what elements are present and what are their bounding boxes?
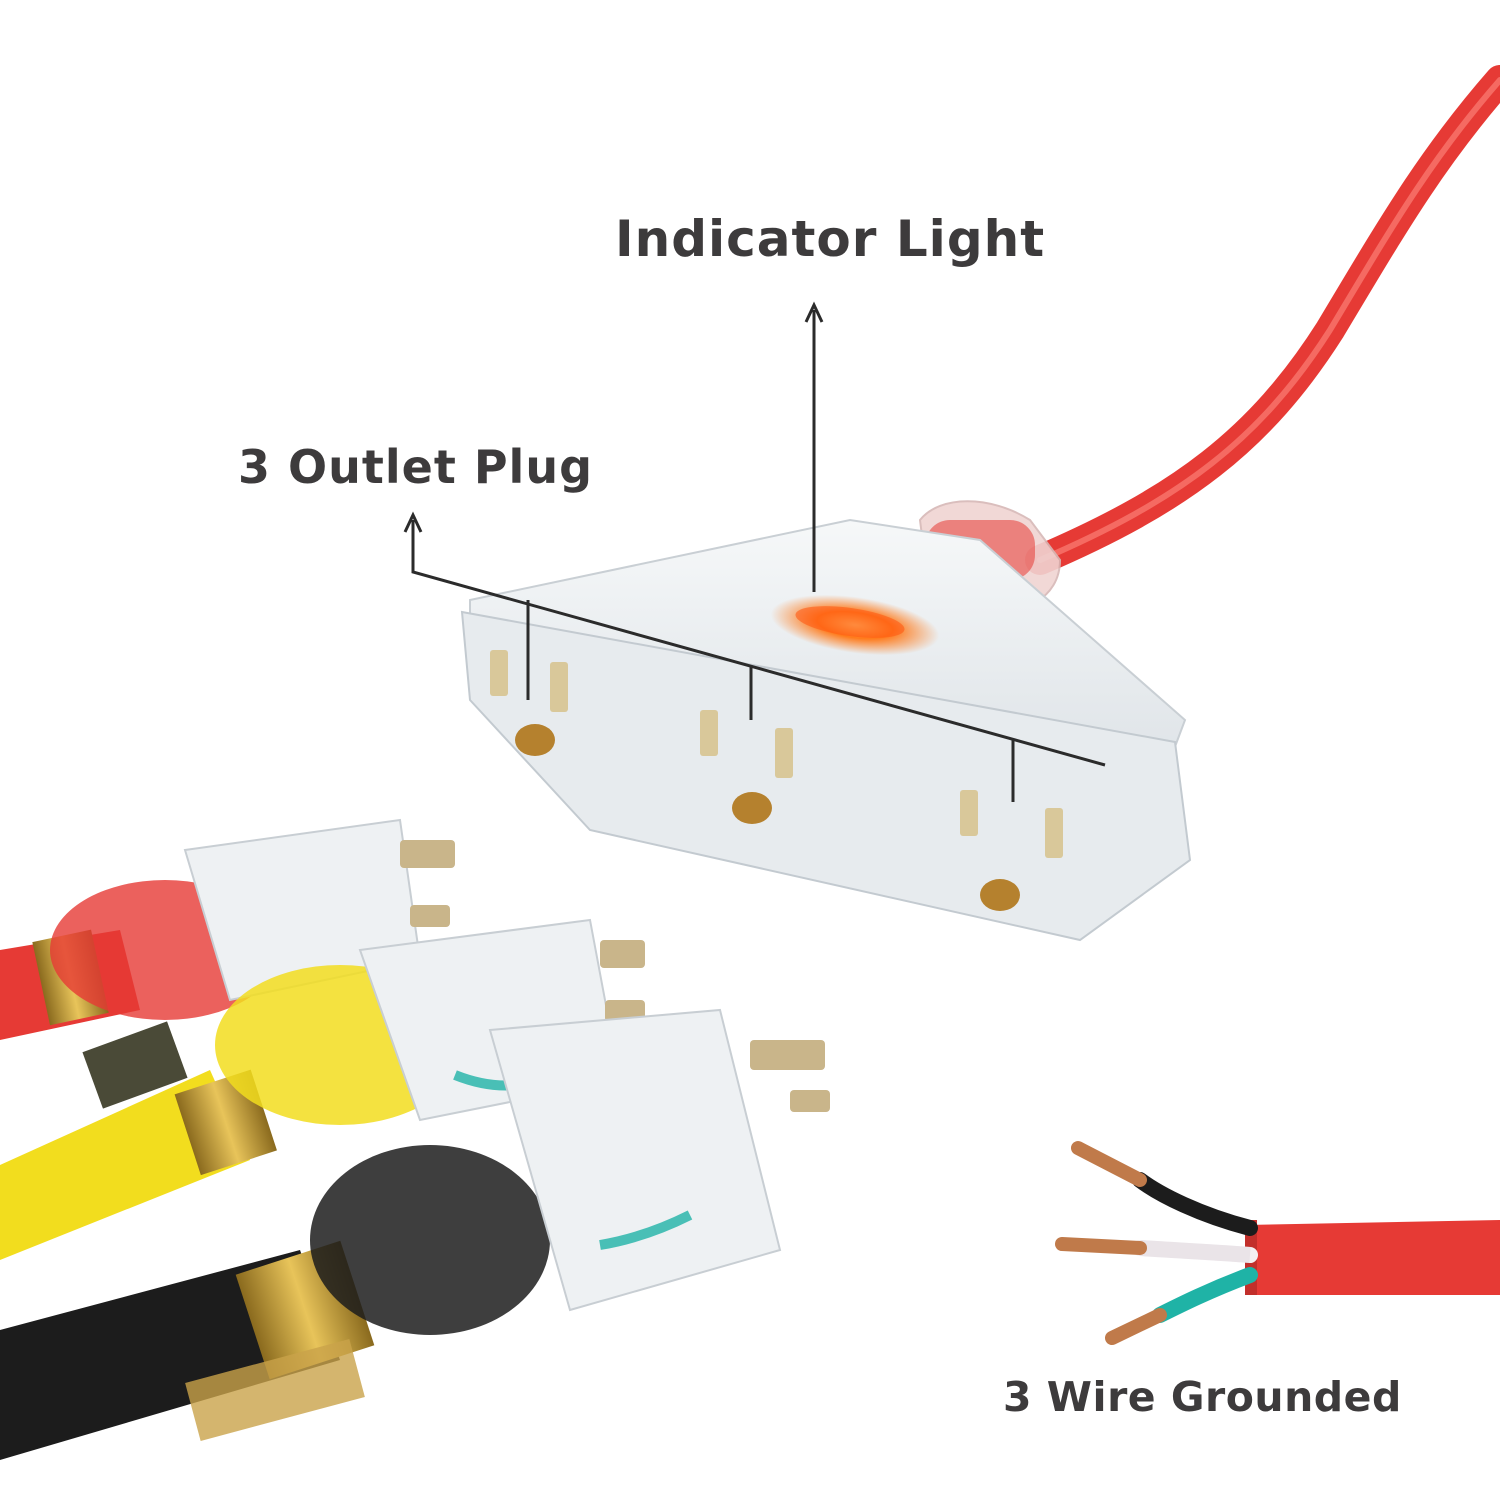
socket-2: [700, 710, 793, 824]
black-plug: [0, 1008, 830, 1460]
stripped-wire: [1055, 1141, 1500, 1345]
red-cord: [1025, 65, 1500, 575]
outlet-pointer: [403, 511, 1106, 802]
triple-outlet-block: [460, 500, 1192, 942]
wire-grounded-label: 3 Wire Grounded: [1003, 1373, 1402, 1421]
socket-1: [490, 650, 568, 756]
indicator-pointer: [804, 301, 824, 592]
red-plug: [0, 818, 455, 1040]
outlet-plug-label: 3 Outlet Plug: [238, 440, 593, 494]
indicator-light-label: Indicator Light: [615, 210, 1046, 268]
socket-3: [960, 790, 1063, 911]
